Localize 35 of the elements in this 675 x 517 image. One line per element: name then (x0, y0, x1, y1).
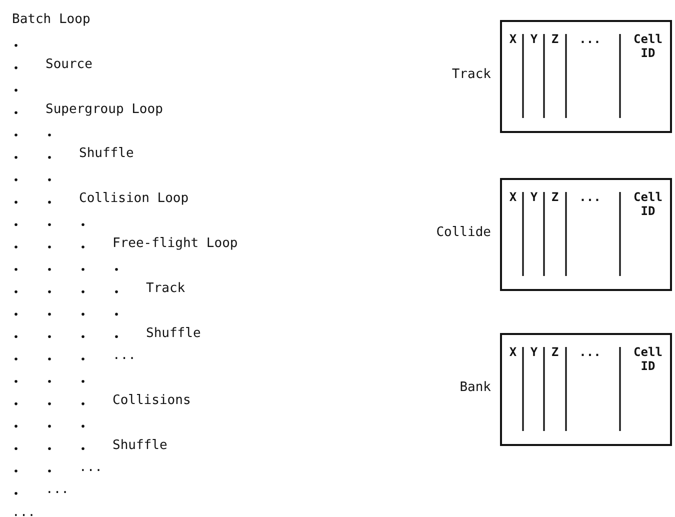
column-heading: Z (550, 32, 560, 46)
code-line: Collisions (112, 392, 191, 409)
column-heading: Y (529, 32, 539, 46)
column-heading: X (508, 190, 518, 204)
column-heading: Cell ID (632, 345, 664, 373)
record-name: Track (452, 67, 491, 83)
record-box (500, 20, 672, 133)
code-line: ... (112, 348, 136, 364)
code-line: Shuffle (112, 438, 168, 454)
column-heading: X (508, 32, 518, 46)
code-line: Source (46, 56, 92, 73)
record-name: Bank (460, 380, 491, 396)
column-heading: ... (578, 32, 602, 46)
column-heading: ... (578, 190, 602, 204)
column-heading: Cell ID (632, 190, 664, 218)
code-line: Shuffle (79, 146, 134, 162)
code-line: ... (46, 482, 69, 498)
record-box (500, 333, 672, 446)
code-line: Supergroup Loop (46, 102, 163, 118)
record-name: Collide (436, 225, 491, 241)
code-line: ... (79, 460, 102, 476)
column-heading: Y (529, 190, 539, 204)
code-line: Collision Loop (79, 191, 189, 208)
code-line: Batch Loop (12, 12, 90, 28)
column-heading: Y (529, 345, 539, 359)
column-heading: ... (578, 345, 602, 359)
code-line: Shuffle (146, 326, 201, 342)
code-line: Track (146, 280, 186, 297)
record-box (500, 178, 672, 291)
column-heading: Cell ID (632, 32, 664, 60)
code-line: ... (12, 504, 36, 517)
column-heading: X (508, 345, 518, 359)
column-heading: Z (550, 345, 560, 359)
code-line: Free-flight Loop (112, 236, 238, 252)
column-heading: Z (550, 190, 560, 204)
